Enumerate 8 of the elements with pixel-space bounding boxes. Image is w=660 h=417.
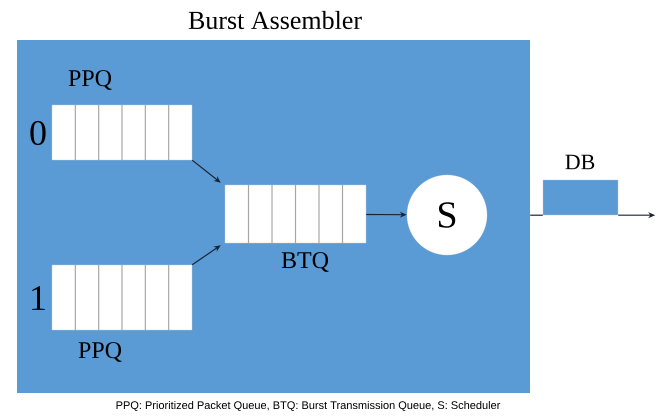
queue-label: PPQ [68, 70, 112, 90]
queue-label: BTQ [282, 252, 329, 272]
queue-label: PPQ [78, 342, 122, 362]
caption: PPQ: Prioritized Packet Queue, BTQ: Burst Transmission Queue, S: Scheduler [116, 400, 500, 412]
queue-number: 1 [32, 286, 45, 310]
box-title: Burst Assembler [188, 10, 362, 30]
queue-number: 0 [30, 120, 46, 146]
block-label: DB [565, 154, 594, 170]
